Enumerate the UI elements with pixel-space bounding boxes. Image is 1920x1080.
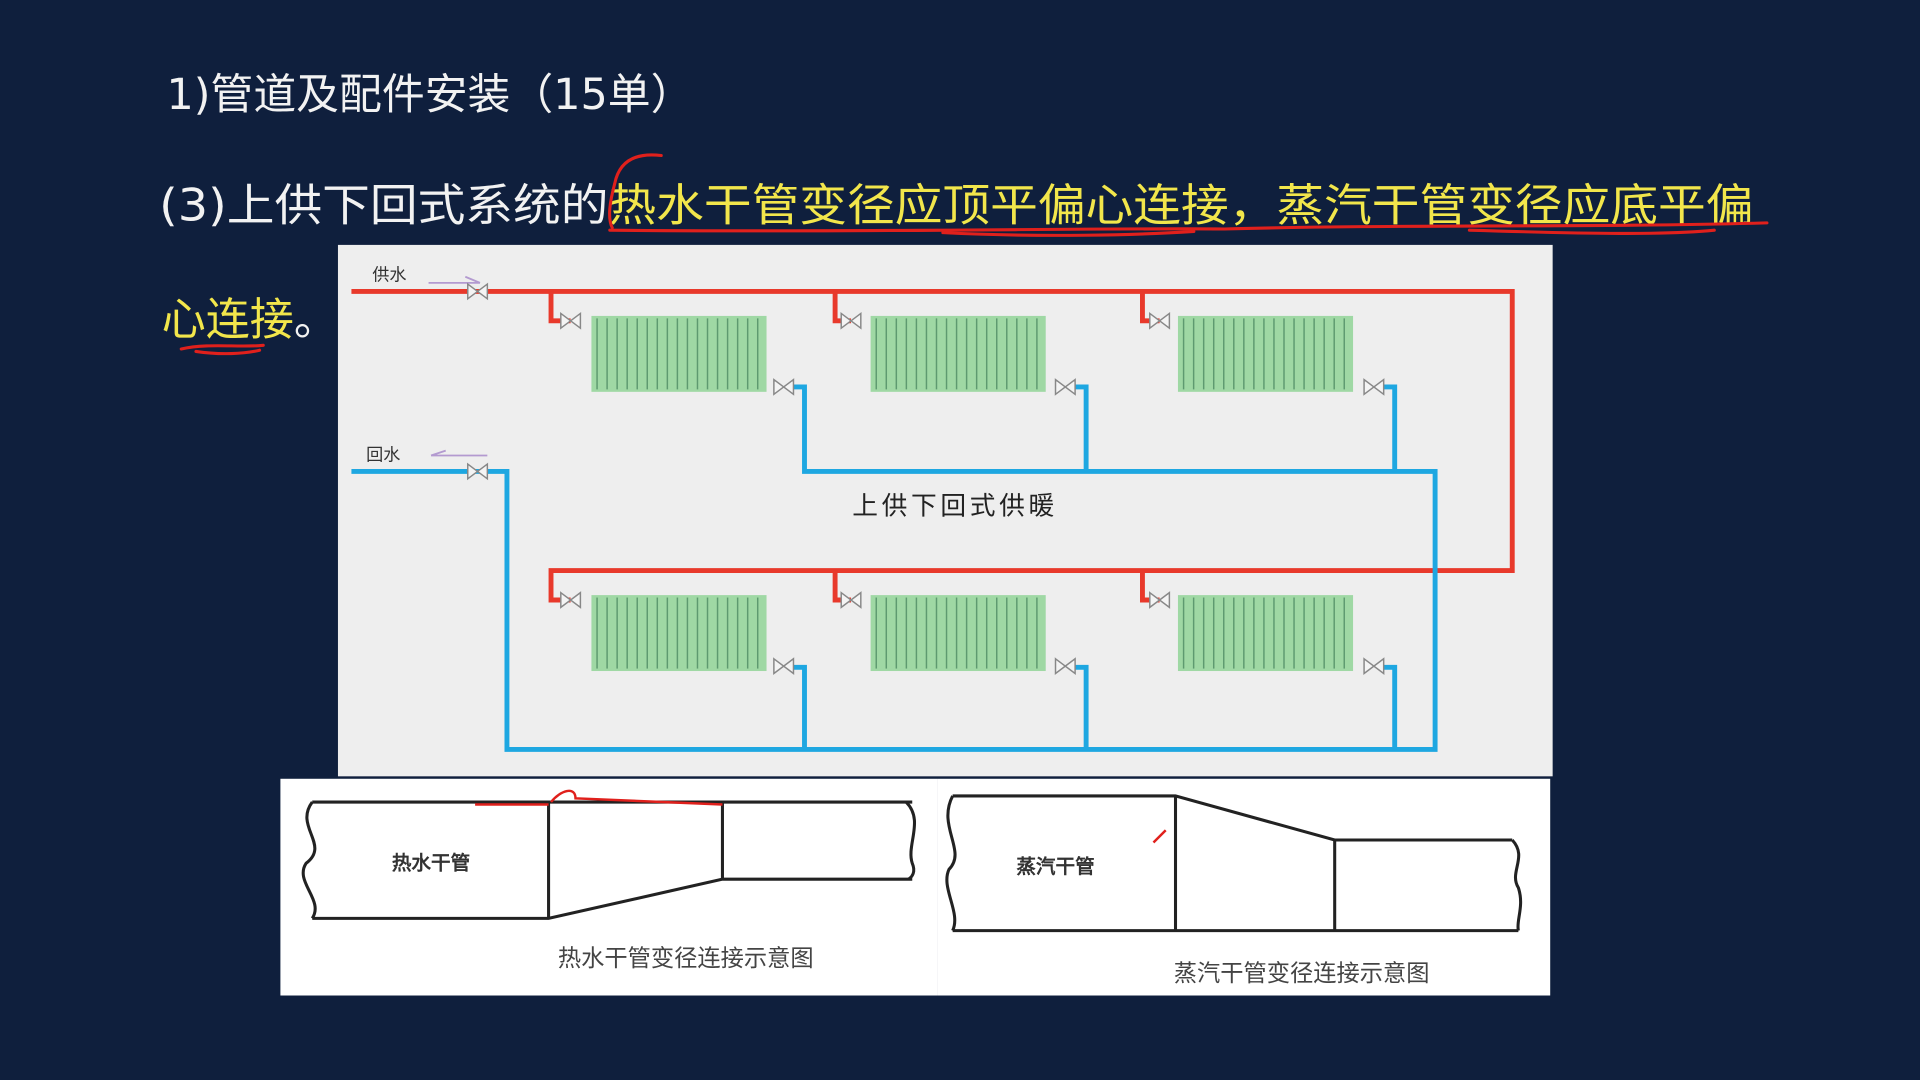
steam-caption: 蒸汽干管变径连接示意图	[1174, 960, 1430, 987]
hot-water-reducer-diagram: 热水干管 热水干管变径连接示意图	[280, 778, 938, 996]
radiator	[870, 595, 1046, 672]
point-text-line1: (3)上供下回式系统的热水干管变径应顶平偏心连接，蒸汽干管变径应底平偏	[159, 180, 1753, 231]
point-highlight-2: 心连接	[162, 294, 294, 345]
slide-heading: 1)管道及配件安装（15单）	[167, 70, 694, 120]
handwritten-annotation	[179, 153, 1769, 356]
valve-icon	[773, 378, 795, 396]
radiator	[1177, 315, 1354, 392]
valve-icon	[773, 657, 795, 675]
radiator	[591, 595, 767, 672]
steam-pipe-label: 蒸汽干管	[1016, 855, 1094, 878]
valve-icon	[1054, 657, 1076, 675]
supply-label: 供水	[372, 265, 406, 285]
heating-system-diagram: 供水 回水 上供下回式供暖	[337, 244, 1553, 777]
valve-icon	[1149, 591, 1171, 609]
return-pipes	[351, 384, 1438, 752]
return-label: 回水	[366, 445, 400, 465]
valve-icon	[560, 591, 582, 609]
point-end: 。	[294, 294, 338, 345]
system-caption: 上供下回式供暖	[852, 491, 1058, 521]
point-highlight-1: 热水干管变径应顶平偏心连接，蒸汽干管变径应底平偏	[608, 180, 1753, 231]
valve-icon	[1363, 378, 1385, 396]
valve-icon	[1149, 312, 1171, 330]
radiator	[1177, 595, 1354, 672]
radiator	[870, 315, 1046, 392]
valve-icon	[840, 312, 862, 330]
radiator	[591, 315, 767, 392]
valve-icon	[1054, 378, 1076, 396]
valve-icon	[467, 462, 489, 481]
hot-water-caption: 热水干管变径连接示意图	[558, 945, 814, 972]
point-text-line2: 心连接。	[162, 294, 338, 345]
steam-reducer-diagram: 蒸汽干管 蒸汽干管变径连接示意图	[937, 778, 1551, 996]
valve-icon	[467, 282, 489, 301]
valve-icon	[840, 591, 862, 609]
valve-icon	[1363, 657, 1385, 675]
hot-water-pipe-label: 热水干管	[392, 851, 470, 874]
valve-icon	[560, 312, 582, 330]
point-prefix: (3)上供下回式系统的	[159, 180, 608, 231]
